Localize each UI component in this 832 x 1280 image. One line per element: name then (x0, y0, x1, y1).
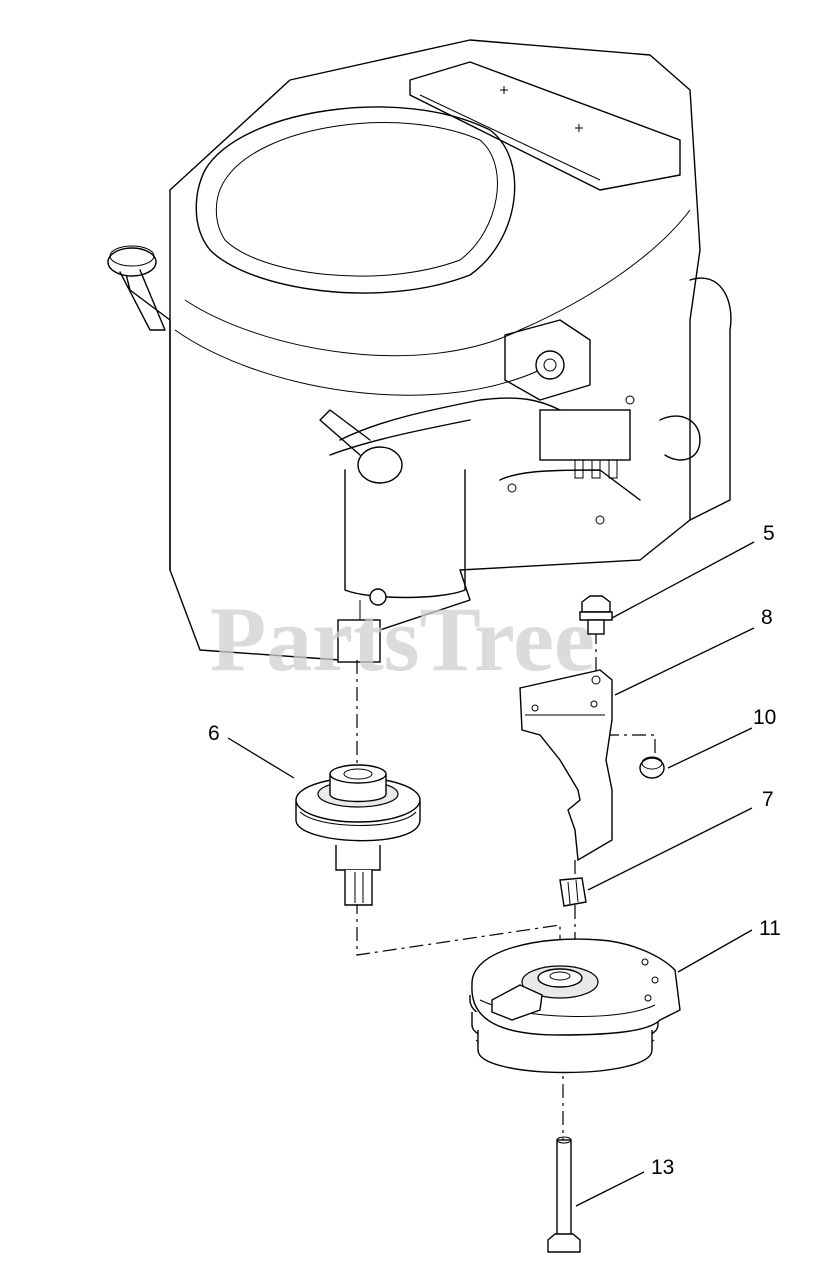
part-11-clutch[interactable] (469, 938, 681, 1074)
part-5-bolt[interactable] (579, 595, 613, 635)
leader-10 (667, 727, 753, 769)
callout-6: 6 (208, 722, 220, 745)
part-8-bracket[interactable] (519, 669, 613, 862)
leader-5 (611, 541, 755, 619)
oil-fill-cap (107, 245, 166, 331)
part-7-spacer[interactable] (559, 877, 587, 907)
callout-10: 10 (753, 706, 776, 729)
leader-13 (575, 1171, 645, 1207)
part-10-nut[interactable] (639, 756, 665, 779)
callout-8: 8 (761, 606, 773, 629)
callout-13: 13 (651, 1156, 674, 1179)
leader-6 (227, 737, 295, 779)
leader-7 (587, 807, 753, 891)
engine-assembly (107, 39, 732, 663)
part-13-bolt[interactable] (547, 1136, 581, 1253)
centerline-bracket-to-nut (605, 734, 656, 760)
callout-5: 5 (763, 522, 775, 545)
part-6-pulley[interactable] (295, 764, 421, 906)
callout-11: 11 (759, 917, 781, 940)
watermark-text: PartsTree (210, 588, 595, 690)
spark-plug-boot (319, 409, 403, 484)
callout-7: 7 (762, 788, 774, 811)
leader-11 (677, 929, 753, 973)
leader-8 (614, 627, 755, 696)
